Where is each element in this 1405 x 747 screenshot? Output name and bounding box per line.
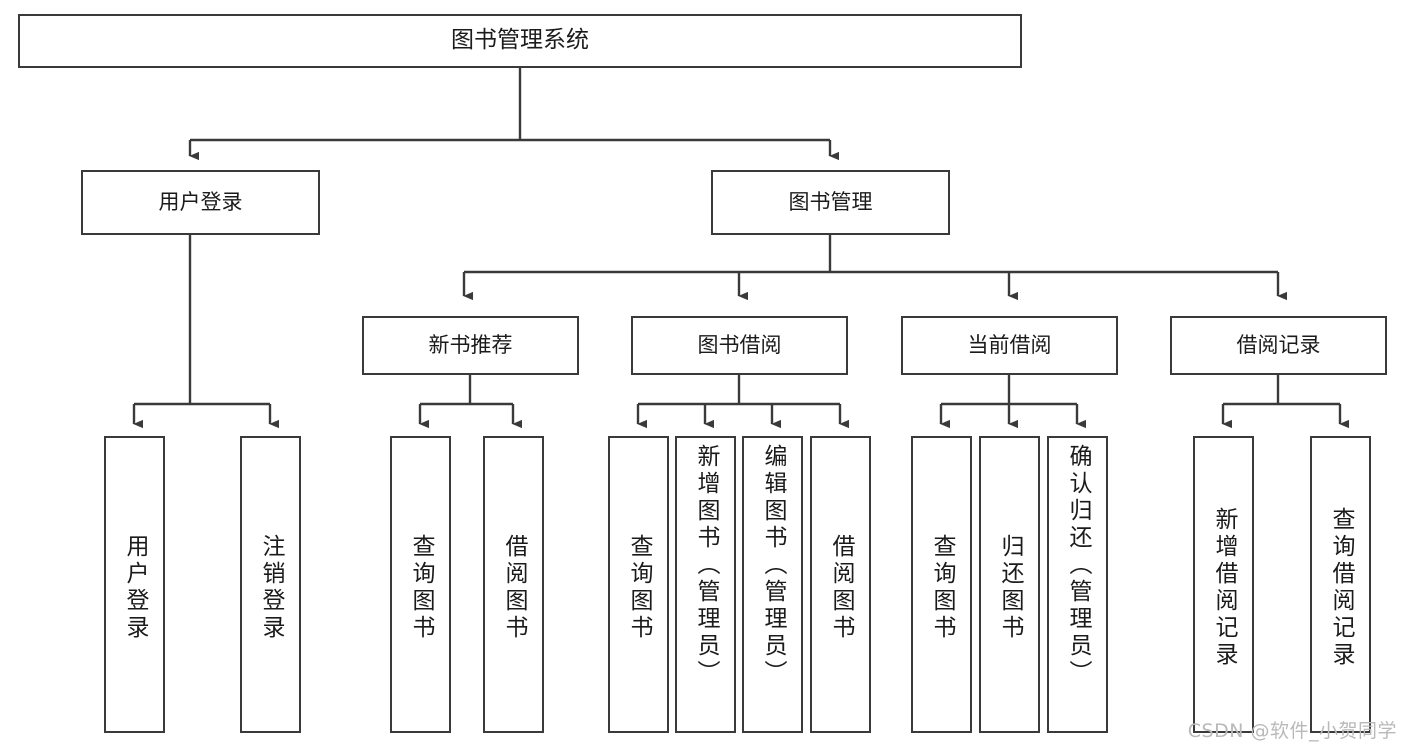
leaf-query-book-3-label: 查询图书: [929, 533, 955, 642]
leaf-edit-book[interactable]: 编辑图书（管理员）: [742, 436, 803, 733]
node-root-label: 图书管理系统: [451, 27, 589, 54]
leaf-query-book-3[interactable]: 查询图书: [911, 436, 972, 733]
watermark-text: CSDN @软件_小贺同学: [1187, 720, 1397, 742]
leaf-user-login[interactable]: 用户登录: [104, 436, 165, 733]
node-borrow-record[interactable]: 借阅记录: [1170, 316, 1387, 375]
leaf-query-book-2[interactable]: 查询图书: [608, 436, 669, 733]
node-borrow-record-label: 借阅记录: [1236, 333, 1321, 358]
leaf-confirm-return-label: 确认归还（管理员）: [1065, 444, 1091, 687]
node-new-book-recommend-label: 新书推荐: [428, 333, 513, 358]
leaf-query-record[interactable]: 查询借阅记录: [1310, 436, 1371, 733]
node-new-book-recommend[interactable]: 新书推荐: [362, 316, 579, 375]
leaf-return-book[interactable]: 归还图书: [979, 436, 1040, 733]
node-current-borrow-label: 当前借阅: [967, 333, 1052, 358]
leaf-borrow-book-1-label: 借阅图书: [501, 533, 527, 642]
node-current-borrow[interactable]: 当前借阅: [901, 316, 1118, 375]
node-book-management[interactable]: 图书管理: [711, 170, 950, 235]
node-user-login-label: 用户登录: [158, 190, 243, 215]
leaf-query-book-1[interactable]: 查询图书: [390, 436, 451, 733]
leaf-edit-book-label: 编辑图书（管理员）: [760, 444, 786, 687]
leaf-add-record[interactable]: 新增借阅记录: [1193, 436, 1254, 733]
leaf-logout-login[interactable]: 注销登录: [240, 436, 301, 733]
leaf-user-login-label: 用户登录: [122, 533, 148, 642]
leaf-borrow-book-2-label: 借阅图书: [828, 533, 854, 642]
leaf-return-book-label: 归还图书: [997, 533, 1023, 642]
leaf-query-record-label: 查询借阅记录: [1328, 506, 1354, 669]
leaf-add-book-label: 新增图书（管理员）: [693, 444, 719, 687]
node-book-borrow[interactable]: 图书借阅: [631, 316, 848, 375]
leaf-logout-login-label: 注销登录: [258, 533, 284, 642]
leaf-borrow-book-1[interactable]: 借阅图书: [483, 436, 544, 733]
leaf-query-book-2-label: 查询图书: [626, 533, 652, 642]
node-root[interactable]: 图书管理系统: [18, 14, 1022, 68]
node-book-borrow-label: 图书借阅: [697, 333, 782, 358]
leaf-add-book[interactable]: 新增图书（管理员）: [675, 436, 736, 733]
leaf-query-book-1-label: 查询图书: [408, 533, 434, 642]
leaf-borrow-book-2[interactable]: 借阅图书: [810, 436, 871, 733]
leaf-confirm-return[interactable]: 确认归还（管理员）: [1047, 436, 1108, 733]
leaf-add-record-label: 新增借阅记录: [1211, 506, 1237, 669]
node-user-login[interactable]: 用户登录: [81, 170, 320, 235]
node-book-management-label: 图书管理: [788, 190, 873, 215]
